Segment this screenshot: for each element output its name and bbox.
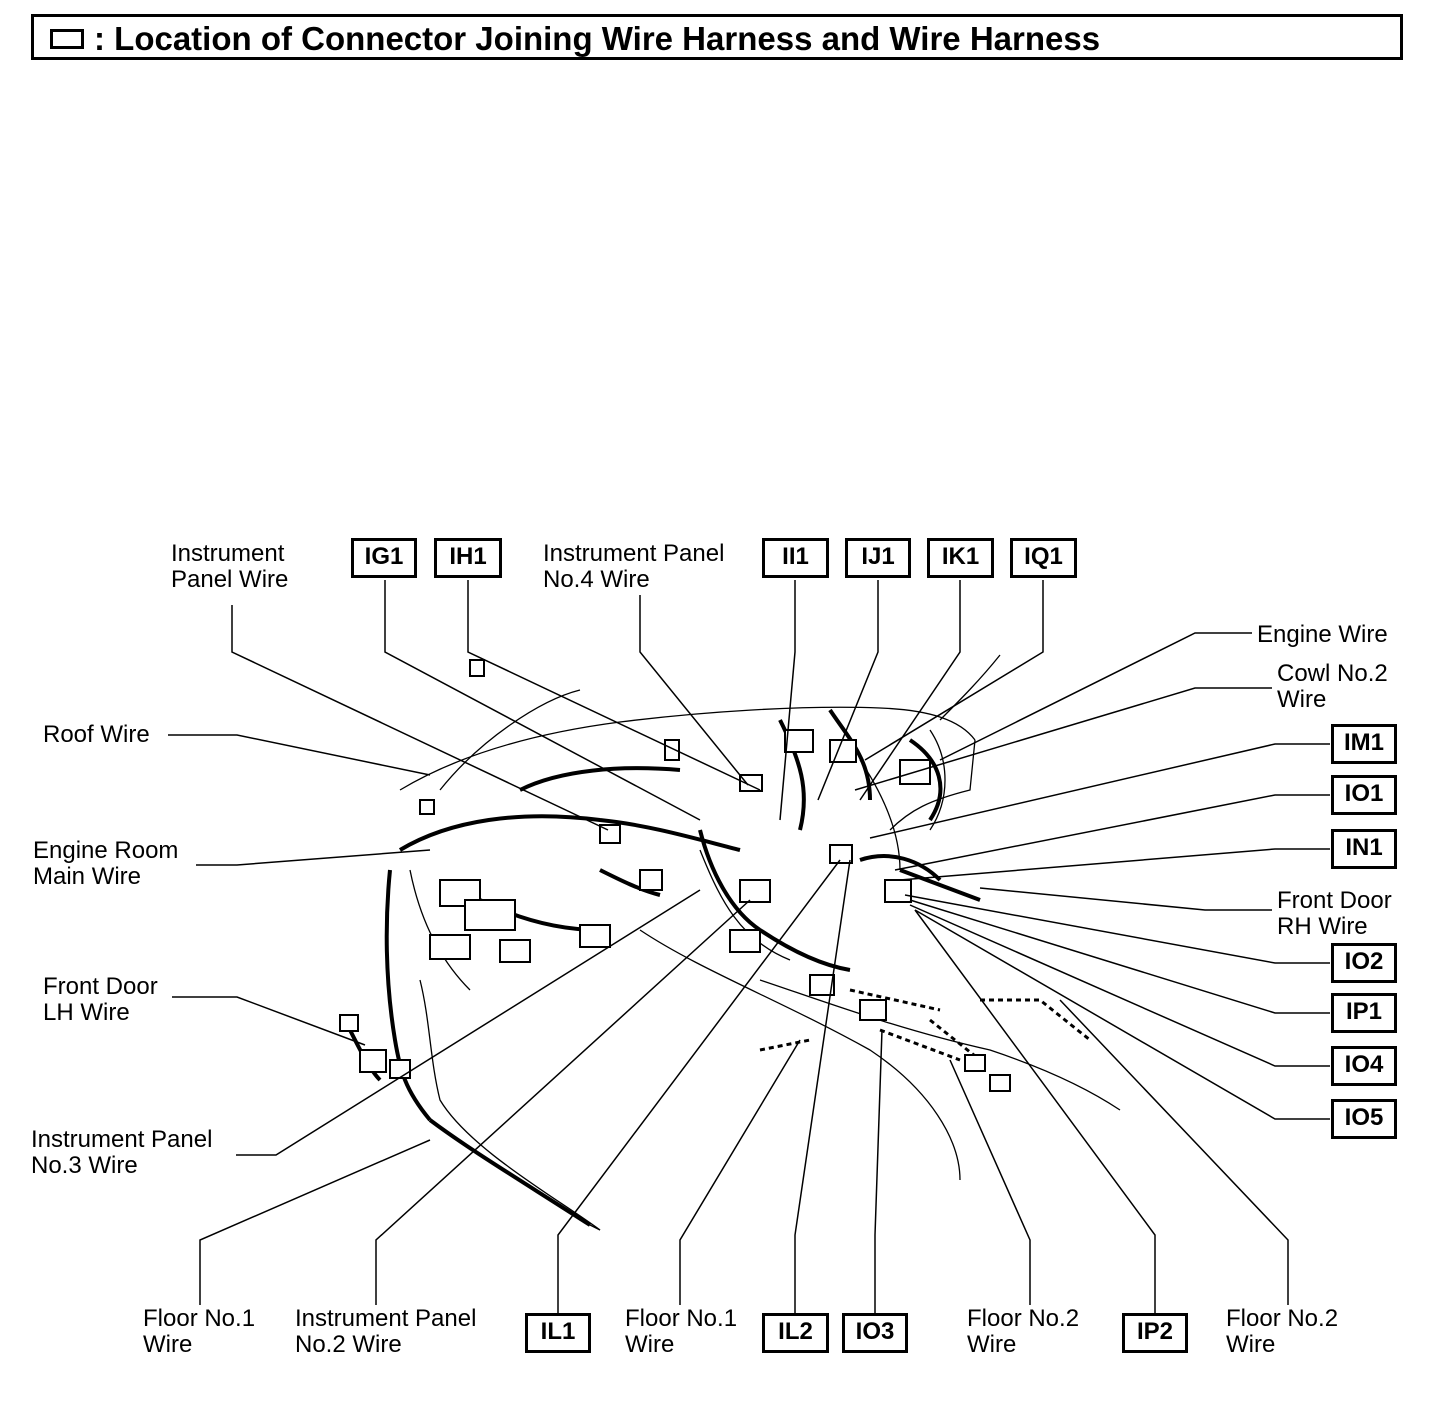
connector-code-im1: IM1	[1331, 724, 1397, 764]
connector-code-il1: IL1	[525, 1313, 591, 1353]
label-floor-no1-wire: Floor No.1 Wire	[143, 1305, 256, 1358]
title-bar: : Location of Connector Joining Wire Har…	[31, 14, 1403, 60]
label-front-door-lh-wire: Front Door LH Wire	[43, 973, 158, 1026]
label-engine-wire: Engine Wire	[1257, 621, 1388, 648]
connector-code-io5: IO5	[1331, 1099, 1397, 1139]
label-front-door-rh-wire: Front Door RH Wire	[1277, 887, 1392, 940]
connector-code-io2: IO2	[1331, 943, 1397, 983]
connector-box-icon	[50, 29, 84, 49]
page-title: : Location of Connector Joining Wire Har…	[94, 20, 1101, 57]
label-cowl-no2-wire: Cowl No.2 Wire	[1277, 660, 1388, 713]
label-instrument-panel-no3-wire: Instrument Panel No.3 Wire	[31, 1126, 213, 1179]
label-roof-wire: Roof Wire	[43, 721, 150, 748]
connector-code-il2: IL2	[762, 1313, 829, 1353]
connector-code-io3: IO3	[842, 1313, 908, 1353]
connector-code-io4: IO4	[1331, 1046, 1397, 1086]
floor-harness-dashes	[759, 988, 1091, 1062]
connector-code-in1: IN1	[1331, 829, 1397, 869]
connector-code-ip2: IP2	[1122, 1313, 1188, 1353]
connector-code-iq1: IQ1	[1010, 538, 1077, 578]
connector-code-ig1: IG1	[351, 538, 417, 578]
label-floor-no1-wire-center: Floor No.1 Wire	[625, 1305, 738, 1358]
label-floor-no2-wire-right: Floor No.2 Wire	[1226, 1305, 1339, 1358]
label-instrument-panel-no2-wire: Instrument Panel No.2 Wire	[295, 1305, 477, 1358]
label-floor-no2-wire: Floor No.2 Wire	[967, 1305, 1080, 1358]
connector-code-ih1: IH1	[434, 538, 502, 578]
wire-harness-bundles	[348, 708, 981, 1227]
connector-code-ii1: II1	[762, 538, 829, 578]
connector-code-ij1: IJ1	[845, 538, 911, 578]
label-instrument-panel-wire: Instrument Panel Wire	[171, 540, 289, 593]
connector-blocks	[339, 659, 1011, 1092]
label-instrument-panel-no4-wire: Instrument Panel No.4 Wire	[543, 540, 725, 593]
connector-code-ip1: IP1	[1331, 993, 1397, 1033]
leader-lines	[168, 580, 1330, 1313]
label-engine-room-main-wire: Engine Room Main Wire	[33, 837, 179, 890]
connector-code-io1: IO1	[1331, 775, 1397, 815]
dashboard-outline	[399, 654, 1121, 1231]
connector-code-ik1: IK1	[927, 538, 994, 578]
